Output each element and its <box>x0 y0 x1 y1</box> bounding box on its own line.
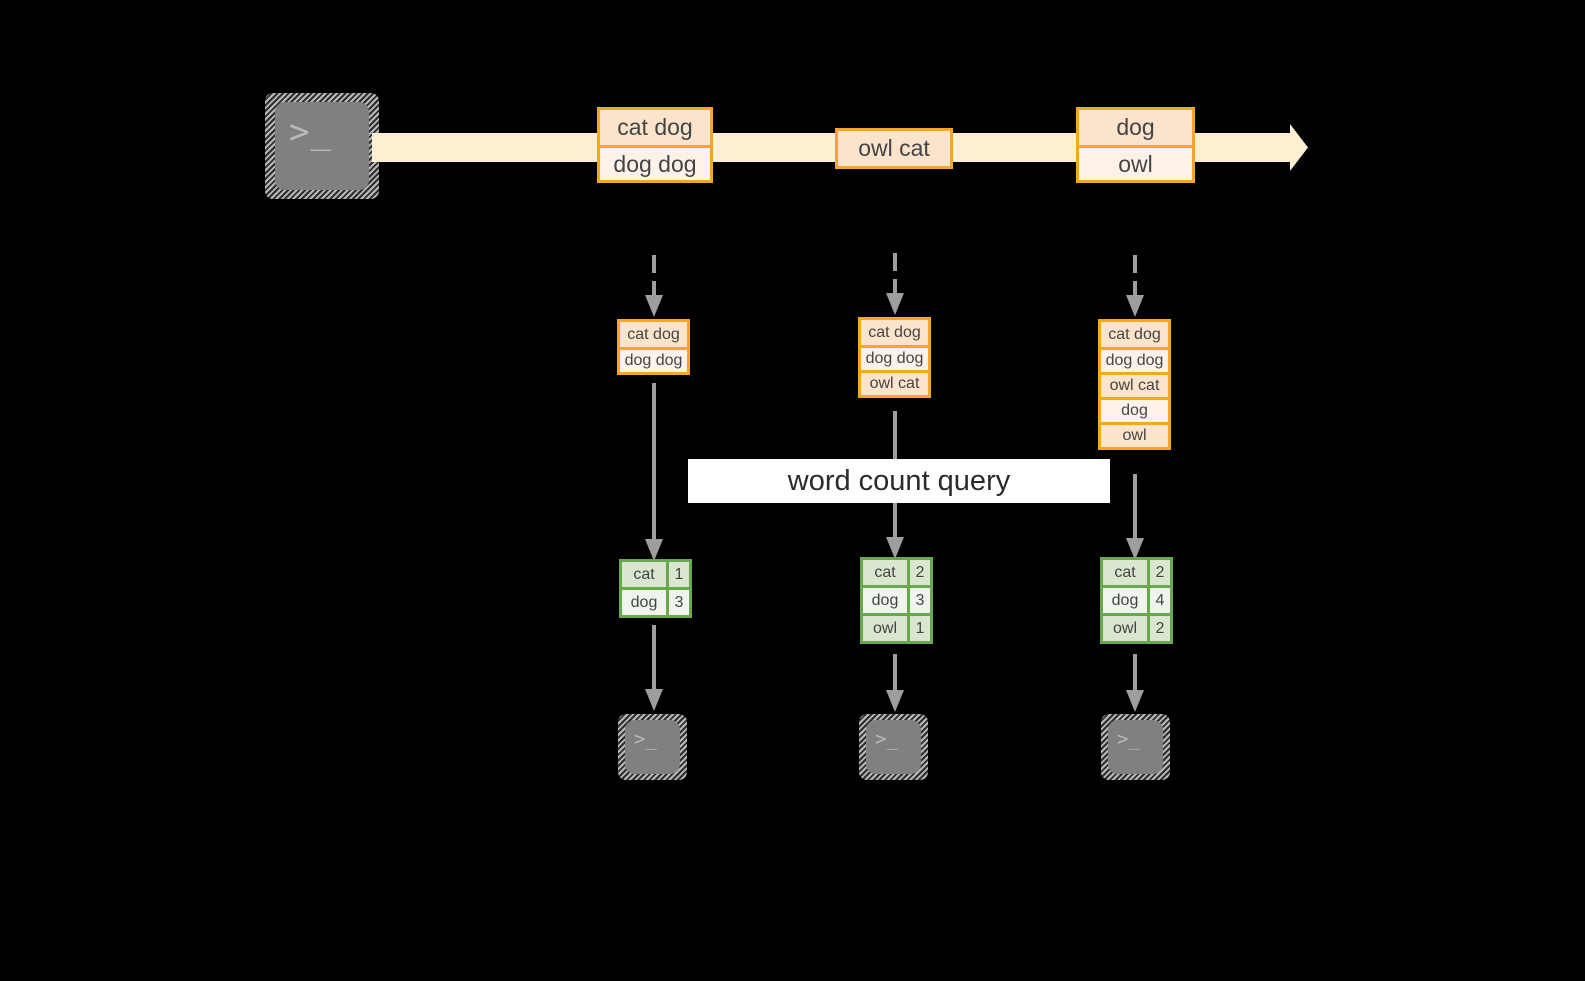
result-count: 2 <box>1147 560 1170 585</box>
terminal-prompt-glyph: >_ <box>875 728 898 750</box>
input-row: cat dog <box>1101 322 1168 347</box>
terminal-body <box>1108 720 1163 774</box>
result-count: 2 <box>1147 616 1170 641</box>
terminal-prompt-glyph: >_ <box>289 112 332 152</box>
stream-message-line: dog <box>1079 110 1192 145</box>
result-count: 2 <box>907 560 930 585</box>
input-row: owl <box>1101 422 1168 447</box>
result-row: dog 3 <box>622 587 689 615</box>
terminal-body <box>275 102 369 190</box>
input-row: dog dog <box>1101 347 1168 372</box>
terminal-body <box>866 720 921 774</box>
stage-3-query-arrow <box>1125 474 1145 562</box>
input-row: cat dog <box>861 320 928 345</box>
stage-2-input-table: cat dog dog dog owl cat <box>858 317 931 398</box>
stage-1-input-table: cat dog dog dog <box>617 319 690 375</box>
result-count: 3 <box>666 590 689 615</box>
result-row: owl 2 <box>1103 613 1170 641</box>
stream-message-batch-3: dog owl <box>1076 107 1195 183</box>
stage-3-result-table: cat 2 dog 4 owl 2 <box>1100 557 1173 644</box>
stage-1-result-table: cat 1 dog 3 <box>619 559 692 618</box>
result-row: dog 3 <box>863 585 930 613</box>
stage-1-query-arrow <box>644 383 664 563</box>
stream-to-stage-1-arrow <box>644 255 664 319</box>
stage-3-sink-arrow <box>1125 654 1145 714</box>
stage-1-sink-arrow <box>644 625 664 713</box>
stage-2-sink-terminal-icon: >_ <box>859 714 928 780</box>
stream-message-line: cat dog <box>600 110 710 145</box>
input-row: dog dog <box>861 345 928 370</box>
terminal-body <box>625 720 680 774</box>
result-word: dog <box>863 588 907 613</box>
stage-3-sink-terminal-icon: >_ <box>1101 714 1170 780</box>
result-count: 1 <box>907 616 930 641</box>
terminal-prompt-glyph: >_ <box>634 728 657 750</box>
result-row: cat 1 <box>622 562 689 587</box>
stream-to-stage-3-arrow <box>1125 255 1145 319</box>
input-row: owl cat <box>1101 372 1168 397</box>
stream-message-batch-2: owl cat <box>835 128 953 169</box>
stream-message-line: owl cat <box>838 131 950 166</box>
result-word: owl <box>863 616 907 641</box>
terminal-prompt-glyph: >_ <box>1117 728 1140 750</box>
result-word: dog <box>1103 588 1147 613</box>
result-word: cat <box>1103 560 1147 585</box>
result-row: owl 1 <box>863 613 930 641</box>
stage-2-result-table: cat 2 dog 3 owl 1 <box>860 557 933 644</box>
result-word: dog <box>622 590 666 615</box>
stream-message-batch-1: cat dog dog dog <box>597 107 713 183</box>
input-row: dog dog <box>620 347 687 372</box>
result-row: cat 2 <box>1103 560 1170 585</box>
result-word: owl <box>1103 616 1147 641</box>
stream-message-line: dog dog <box>600 145 710 180</box>
stage-1-sink-terminal-icon: >_ <box>618 714 687 780</box>
result-count: 4 <box>1147 588 1170 613</box>
result-word: cat <box>622 562 666 587</box>
result-row: dog 4 <box>1103 585 1170 613</box>
query-label-text: word count query <box>787 464 1011 497</box>
stream-to-stage-2-arrow <box>885 253 905 317</box>
stage-2-sink-arrow <box>885 654 905 714</box>
source-terminal-icon: >_ <box>265 93 379 199</box>
result-count: 1 <box>666 562 689 587</box>
result-word: cat <box>863 560 907 585</box>
result-count: 3 <box>907 588 930 613</box>
stream-message-line: owl <box>1079 145 1192 180</box>
input-row: owl cat <box>861 370 928 395</box>
result-row: cat 2 <box>863 560 930 585</box>
query-label-banner: word count query <box>688 459 1110 503</box>
input-row: dog <box>1101 397 1168 422</box>
stage-3-input-table: cat dog dog dog owl cat dog owl <box>1098 319 1171 450</box>
input-row: cat dog <box>620 322 687 347</box>
